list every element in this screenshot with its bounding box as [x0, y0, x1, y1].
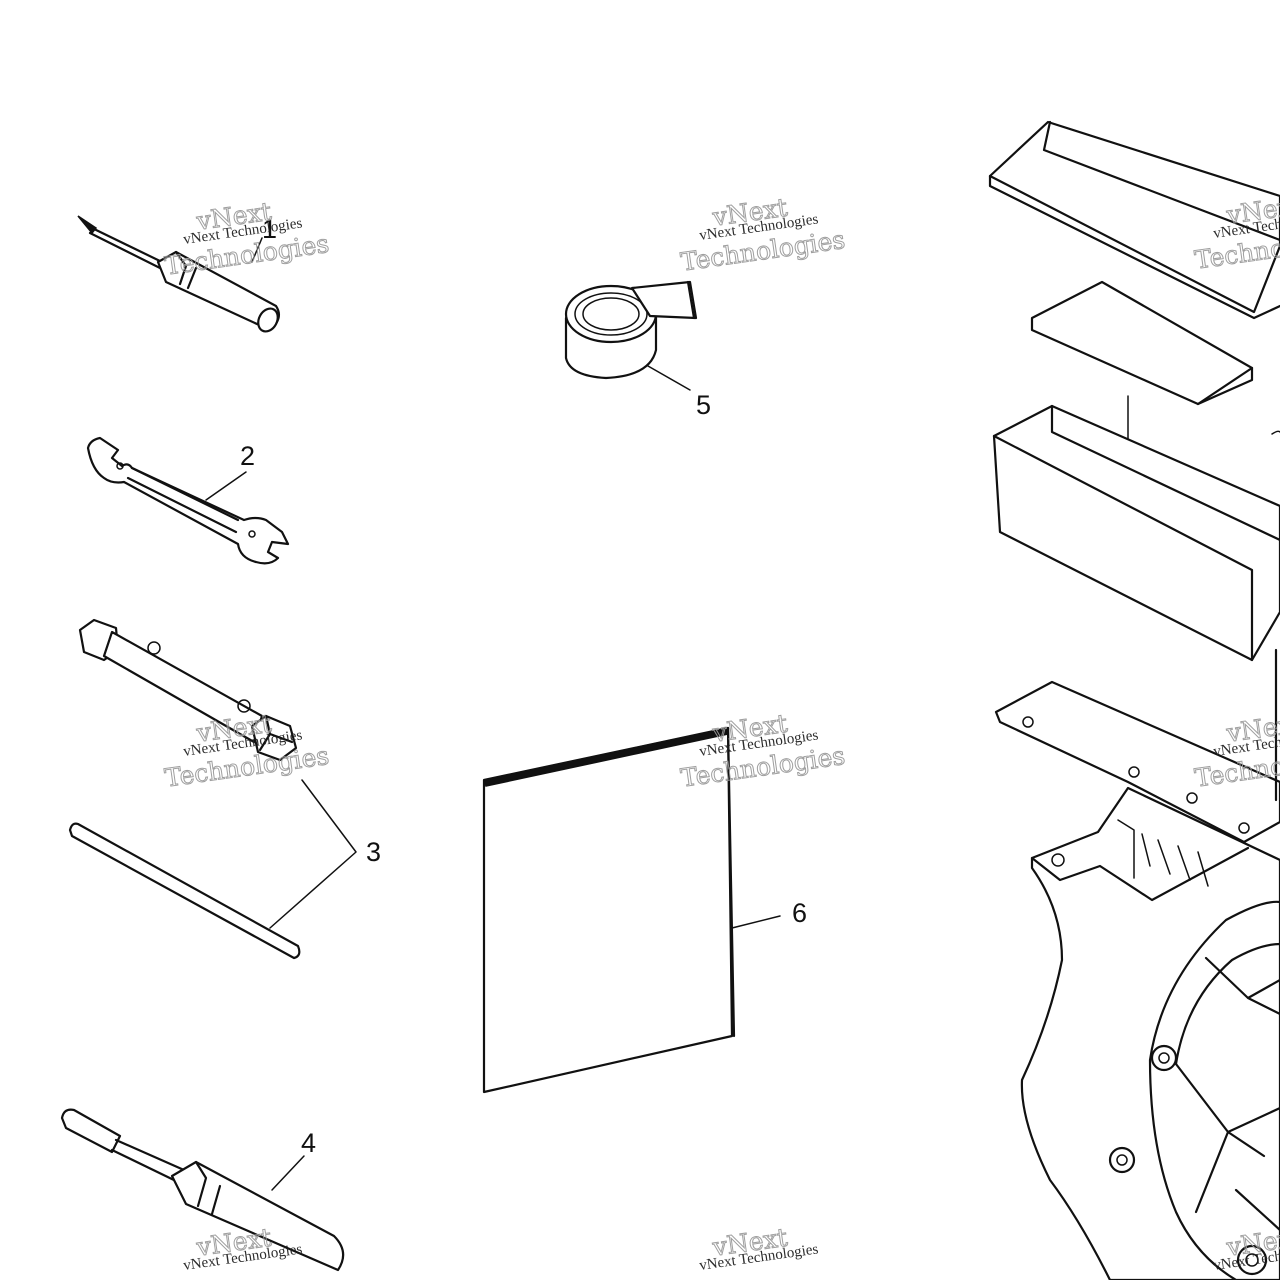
mounting-bracket-icon: [994, 648, 1280, 844]
callout-2: 2: [240, 441, 255, 471]
open-end-wrench-icon: [86, 436, 290, 565]
callout-4: 4: [301, 1128, 316, 1158]
spark-plug-socket-wrench-icon: [78, 618, 298, 762]
foam-pad-icon: [1030, 280, 1254, 406]
tommy-bar-icon: [68, 822, 301, 960]
callout-5: 5: [696, 390, 711, 420]
tape-roll-icon: [564, 280, 698, 380]
callout-1: 1: [262, 214, 277, 244]
screwdriver-icon: [60, 1108, 345, 1272]
engine-case-icon: [1020, 786, 1280, 1280]
tool-box-lid-icon: [988, 120, 1280, 320]
storage-tray-icon: [992, 404, 1280, 662]
owners-manual-icon: [482, 726, 736, 1094]
callout-3: 3: [366, 837, 381, 867]
callout-6: 6: [792, 898, 807, 928]
small-screwdriver-icon: [77, 215, 281, 333]
